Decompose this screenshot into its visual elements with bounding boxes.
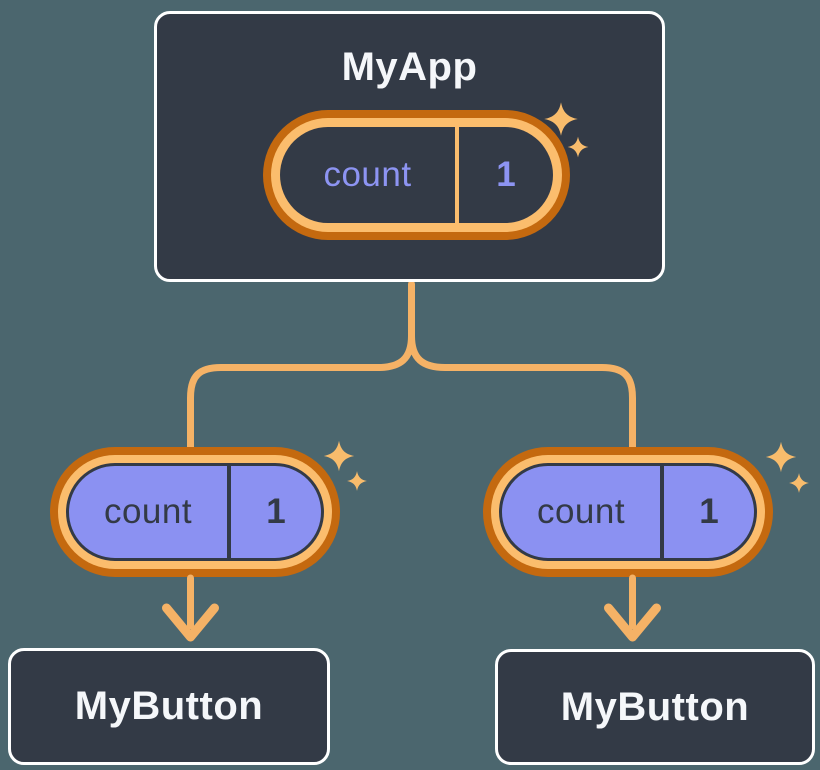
pill-divider	[660, 466, 664, 558]
node-title: MyButton	[560, 684, 750, 729]
arrow-down-icon	[162, 574, 219, 642]
component-node-mybutton-right: MyButton	[495, 649, 815, 765]
sparkle-icon	[765, 441, 797, 473]
state-pill-ring: count 1	[271, 118, 562, 232]
sparkle-icon	[567, 136, 589, 158]
prop-label: count	[103, 492, 193, 531]
pill-divider	[455, 127, 459, 223]
sparkle-icon	[789, 473, 809, 493]
state-label: count	[323, 155, 412, 194]
prop-pill-right: count 1	[483, 447, 773, 577]
prop-pill-left: count 1	[50, 447, 340, 577]
node-title: MyButton	[74, 684, 264, 728]
sparkle-icon	[347, 471, 367, 491]
state-value: 1	[496, 155, 516, 194]
component-node-mybutton-left: MyButton	[8, 648, 330, 765]
prop-value: 1	[266, 492, 286, 531]
state-pill-core: count 1	[280, 127, 553, 223]
node-title: MyApp	[341, 45, 478, 89]
arrow-down-icon	[604, 574, 661, 642]
tree-connector-left	[187, 280, 415, 459]
state-pill-root: count 1	[263, 110, 570, 240]
prop-pill-core: count 1	[66, 463, 324, 561]
prop-pill-ring: count 1	[491, 455, 765, 569]
prop-value: 1	[699, 492, 719, 531]
tree-connector-right	[408, 332, 636, 459]
prop-pill-ring: count 1	[58, 455, 332, 569]
sparkle-icon	[544, 102, 578, 136]
pill-divider	[227, 466, 231, 558]
prop-pill-core: count 1	[499, 463, 757, 561]
sparkle-icon	[323, 440, 355, 472]
prop-label: count	[536, 492, 626, 531]
